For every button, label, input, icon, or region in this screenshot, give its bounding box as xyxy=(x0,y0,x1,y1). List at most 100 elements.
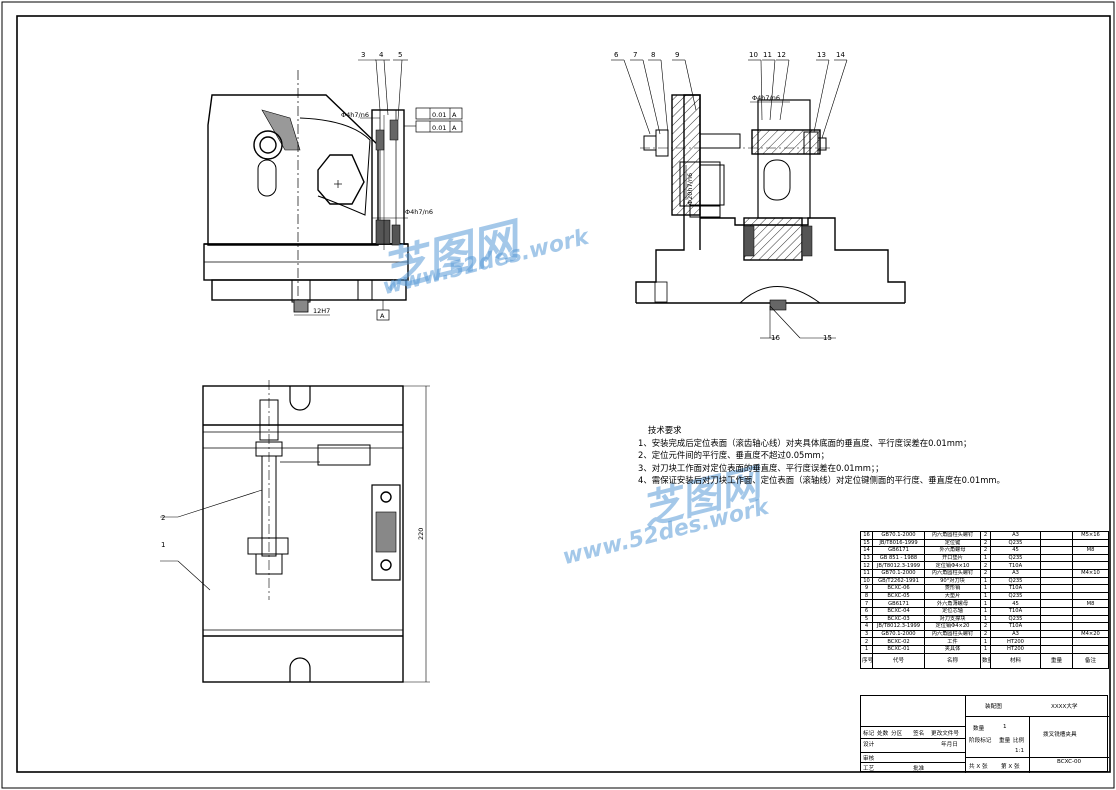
bom-cell-no: 15 xyxy=(860,538,873,548)
tb-process: 工艺 xyxy=(863,766,875,772)
bom-cell-blank xyxy=(1040,576,1073,586)
bom-cell-code: BCXC-01 xyxy=(872,644,925,654)
bom-cell-qty: 1 xyxy=(980,599,991,608)
bom-header-no: 序号 xyxy=(860,652,873,669)
bom-cell-mat: T10A xyxy=(990,584,1041,593)
bom-cell-name: 大垫片 xyxy=(924,591,981,601)
bom-cell-name: 工件 xyxy=(924,637,981,646)
fit-b: Φ4h7/n6 xyxy=(405,208,433,216)
bom-cell-mat: Q235 xyxy=(990,576,1041,586)
bom-cell-qty: 1 xyxy=(980,553,991,563)
bom-cell-code: BCXC-06 xyxy=(872,584,925,593)
tb-design: 设计 xyxy=(863,742,875,748)
balloon-2: 2 xyxy=(161,514,165,522)
bom-cell-name: 定位键 xyxy=(924,538,981,548)
balloon-6: 6 xyxy=(614,51,619,59)
bom-cell-no: 14 xyxy=(860,546,873,555)
bom-cell-qty: 1 xyxy=(980,576,991,586)
bom-cell-no: 16 xyxy=(860,531,873,540)
tb-zone: 分区 xyxy=(891,731,903,737)
bom-cell-qty: 2 xyxy=(980,561,991,570)
bom-cell-qty: 2 xyxy=(980,568,991,578)
bom-cell-note xyxy=(1072,606,1109,616)
bom-cell-mat: T10A xyxy=(990,606,1041,616)
bom-cell-name: 内六角圆柱头螺钉 xyxy=(924,568,981,578)
bom-cell-name: 外六角螺母 xyxy=(924,546,981,555)
bom-cell-note xyxy=(1072,553,1109,563)
fit-e: 12H7 xyxy=(313,307,330,315)
bom-cell-name: 菱形销 xyxy=(924,584,981,593)
bom-cell-blank xyxy=(1040,622,1073,631)
balloon-5: 5 xyxy=(398,51,402,59)
bom-cell-no: 9 xyxy=(860,584,873,593)
tb-mark: 标记 xyxy=(863,731,875,737)
bom-cell-blank xyxy=(1040,629,1073,639)
bom-cell-note xyxy=(1072,637,1109,646)
bom-cell-blank xyxy=(1040,591,1073,601)
bom-cell-no: 13 xyxy=(860,553,873,563)
tb-sheets: 共 X 张 xyxy=(969,764,988,770)
bom-cell-code: GB70.1-2000 xyxy=(872,629,925,639)
bom-cell-mat: Q235 xyxy=(990,538,1041,548)
tb-scale: 1:1 xyxy=(1015,748,1025,754)
fit-a: Φ4h7/n6 xyxy=(341,111,369,119)
top-view xyxy=(202,380,430,683)
bom-cell-no: 11 xyxy=(860,568,873,578)
bom-cell-mat: HT200 xyxy=(990,644,1041,654)
note-line-3: 3、对刀块工作面对定位表面的垂直度、平行度误差在0.01mm；； xyxy=(638,462,884,473)
bom-cell-blank xyxy=(1040,606,1073,616)
bom-cell-qty: 2 xyxy=(980,546,991,555)
bom-cell-note: M5×16 xyxy=(1072,531,1109,540)
tb-check: 审核 xyxy=(863,756,875,762)
notes-title: 技术要求 xyxy=(648,425,682,435)
bom-cell-code: JB/T8012.3-1999 xyxy=(872,561,925,570)
bom-cell-qty: 1 xyxy=(980,644,991,654)
front-view xyxy=(203,70,409,313)
bom-header-qty: 数量 xyxy=(980,652,991,669)
bom-cell-name: 对刀支撑块 xyxy=(924,614,981,624)
bom-header-mat: 材料 xyxy=(990,652,1041,669)
bom-cell-code: BCXC-05 xyxy=(872,591,925,601)
note-line-1: 1、安装完成后定位表面（滚齿轴心线）对夹具体底面的垂直度、平行度误差在0.01m… xyxy=(638,437,972,448)
bom-cell-name: 定位芯轴 xyxy=(924,606,981,616)
balloon-12: 12 xyxy=(777,51,786,59)
bom-cell-no: 2 xyxy=(860,637,873,646)
bom-header-note: 备注 xyxy=(1072,652,1109,669)
bom-cell-blank xyxy=(1040,531,1073,540)
bom-cell-name: 定位销Φ4×20 xyxy=(924,622,981,631)
balloon-7: 7 xyxy=(633,51,637,59)
bom-cell-qty: 1 xyxy=(980,584,991,593)
bom-cell-qty: 2 xyxy=(980,531,991,540)
tb-change: 更改文件号 xyxy=(931,731,959,737)
bom-cell-blank xyxy=(1040,637,1073,646)
bom-cell-code: BCXC-03 xyxy=(872,614,925,624)
bom-cell-no: 1 xyxy=(860,644,873,654)
bom-cell-mat: HT200 xyxy=(990,637,1041,646)
bom-cell-name: 开口垫片 xyxy=(924,553,981,563)
balloon-9: 9 xyxy=(675,51,679,59)
balloon-labels: 1 2 3 4 5 6 7 8 9 10 11 12 13 14 15 16 xyxy=(161,51,845,549)
balloon-4: 4 xyxy=(379,51,384,59)
note-line-4: 4、需保证安装后对刀块工作面、定位表面（滚轴线）对定位键侧面的平行度、垂直度在0… xyxy=(638,475,1005,486)
fit-d: Φ20h7/n6 xyxy=(686,173,694,205)
note-line-2: 2、定位元件间的平行度、垂直度不超过0.05mm； xyxy=(638,450,830,461)
bom-cell-name: 90°对刀块 xyxy=(924,576,981,586)
bom-cell-blank xyxy=(1040,546,1073,555)
tol-ref-b: A xyxy=(452,124,457,132)
bom-cell-mat: A3 xyxy=(990,531,1041,540)
bom-cell-blank xyxy=(1040,561,1073,570)
bom-cell-code: GB/T2262-1991 xyxy=(872,576,925,586)
balloon-11: 11 xyxy=(763,51,772,59)
bom-header-row: 序号代号名称数量材料重量备注 xyxy=(860,652,1109,669)
bom-cell-no: 12 xyxy=(860,561,873,570)
bom-header-name: 名称 xyxy=(924,652,981,669)
fit-annotations: Φ4h7/n6 Φ4h7/n6 Φ4h7/n6 Φ20h7/n6 12H7 A … xyxy=(313,94,780,540)
bom-cell-code: BCXC-02 xyxy=(872,637,925,646)
bom-cell-code: JB/T8012.3-1999 xyxy=(872,622,925,631)
bom-cell-no: 3 xyxy=(860,629,873,639)
bom-cell-code: BCXC-04 xyxy=(872,606,925,616)
